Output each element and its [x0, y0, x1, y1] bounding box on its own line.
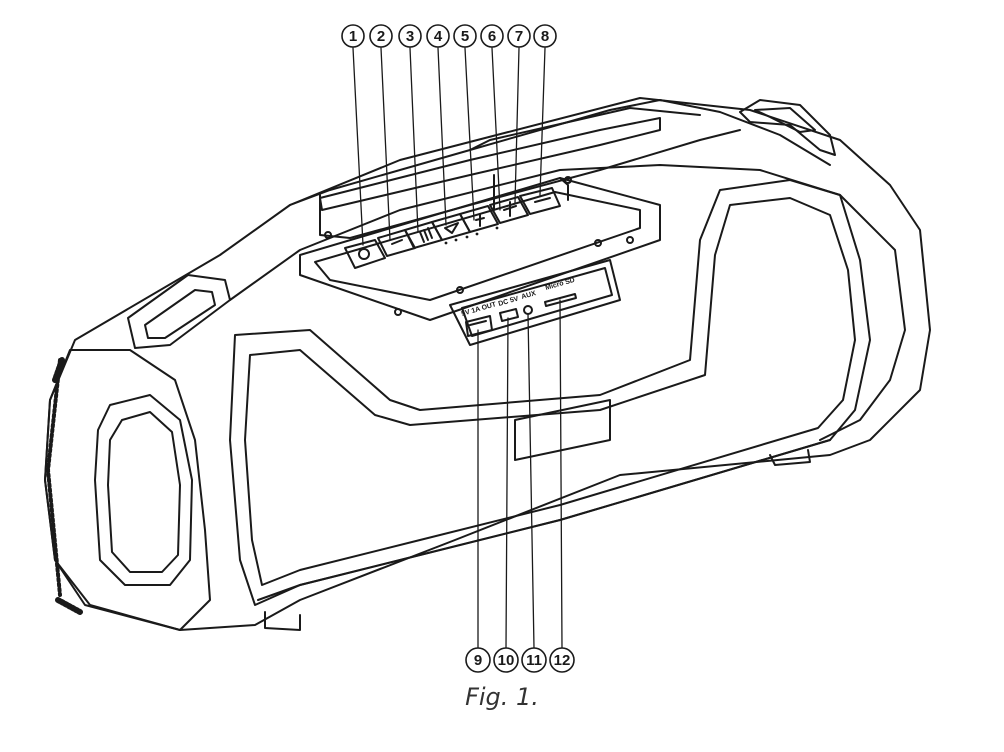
screws	[324, 176, 634, 316]
svg-text:3: 3	[406, 28, 414, 45]
grille-frame	[229, 179, 871, 606]
top-callouts: 1 2 3 4 5 6 7 8	[341, 24, 557, 48]
minus-icon	[534, 197, 551, 203]
svg-text:10: 10	[498, 652, 515, 669]
leader-lines	[352, 47, 563, 649]
dc-port	[499, 308, 519, 322]
mode-icon	[419, 227, 433, 243]
callout-3: 3	[398, 24, 422, 48]
callout-4: 4	[426, 24, 450, 48]
power-icon	[358, 248, 370, 260]
callout-10: 10	[493, 647, 519, 673]
svg-text:5: 5	[461, 28, 469, 45]
callout-2: 2	[369, 24, 393, 48]
svg-text:12: 12	[554, 652, 571, 669]
svg-text:1: 1	[349, 28, 357, 45]
svg-text:8: 8	[541, 28, 549, 45]
aux-port-label: AUX	[521, 290, 537, 301]
nameplate	[514, 399, 611, 461]
speaker-body	[44, 97, 931, 631]
callout-6: 6	[480, 24, 504, 48]
callout-7: 7	[507, 24, 531, 48]
strap-loop-right	[739, 99, 836, 156]
indicator-dots	[444, 226, 499, 245]
callout-9: 9	[465, 647, 491, 673]
plus-button	[489, 196, 529, 224]
callout-12: 12	[549, 647, 575, 673]
callout-5: 5	[453, 24, 477, 48]
bottom-callouts: 9 10 11 12	[465, 647, 575, 673]
svg-text:7: 7	[515, 28, 523, 45]
left-passive-radiator	[94, 394, 193, 586]
figure-caption: Fig. 1.	[465, 683, 539, 711]
aux-jack	[523, 305, 533, 315]
power-button	[344, 239, 386, 269]
light-button	[459, 205, 499, 233]
usb-port	[465, 315, 493, 337]
light-icon	[475, 213, 485, 227]
minus-button	[519, 187, 561, 215]
play-icon	[444, 222, 459, 234]
svg-text:11: 11	[526, 652, 542, 669]
strap-loop-left	[127, 274, 231, 349]
left-end-grille-ring	[44, 349, 211, 631]
svg-text:6: 6	[488, 28, 496, 45]
svg-text:9: 9	[474, 652, 482, 669]
carry-handle	[289, 99, 831, 206]
port-panel	[449, 259, 621, 346]
callout-11: 11	[521, 647, 547, 673]
button-row	[344, 187, 561, 269]
callout-8: 8	[533, 24, 557, 48]
svg-text:2: 2	[377, 28, 385, 45]
link-icon	[391, 239, 403, 245]
plus-icon	[503, 201, 517, 217]
handle-grip-slot	[319, 117, 661, 211]
callout-1: 1	[341, 24, 365, 48]
micro-sd-slot	[544, 293, 577, 307]
control-panel	[299, 177, 661, 321]
svg-text:4: 4	[434, 28, 443, 45]
